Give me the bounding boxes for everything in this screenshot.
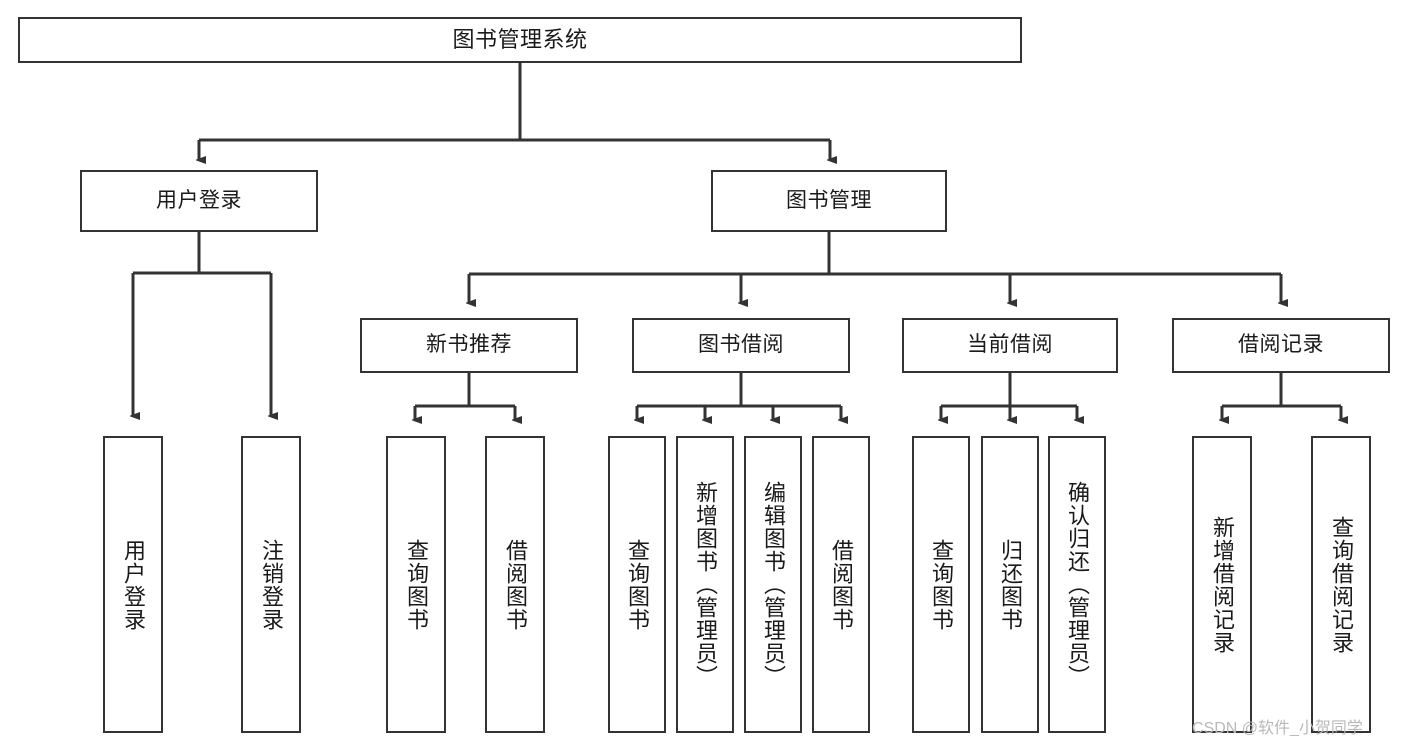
node-label: 图书管理系统 xyxy=(452,27,588,53)
node-label: 用户登录 xyxy=(156,188,242,212)
node-label: 查询图书 xyxy=(403,538,429,631)
node-current-borrow[interactable]: 当前借阅 xyxy=(902,318,1118,373)
node-label: 借阅图书 xyxy=(828,538,854,631)
node-label: 编辑图书（管理员） xyxy=(760,481,786,688)
node-label: 查询图书 xyxy=(928,538,954,631)
node-label: 图书借阅 xyxy=(698,333,784,357)
node-label: 当前借阅 xyxy=(967,333,1053,357)
node-leaf-logout[interactable]: 注销登录 xyxy=(241,436,301,733)
node-book-borrow[interactable]: 图书借阅 xyxy=(632,318,850,373)
node-leaf-borrow-book[interactable]: 借阅图书 xyxy=(812,436,870,733)
watermark-text: CSDN @软件_小贺同学 xyxy=(1192,720,1363,737)
node-label: 借阅记录 xyxy=(1238,333,1324,357)
node-label: 图书管理 xyxy=(786,188,872,212)
node-label: 新书推荐 xyxy=(426,333,512,357)
node-leaf-add-borrow-record[interactable]: 新增借阅记录 xyxy=(1192,436,1252,733)
node-label: 用户登录 xyxy=(120,538,146,631)
node-leaf-confirm-return-admin[interactable]: 确认归还（管理员） xyxy=(1048,436,1106,733)
node-leaf-return-book[interactable]: 归还图书 xyxy=(981,436,1039,733)
node-borrow-record[interactable]: 借阅记录 xyxy=(1172,318,1390,373)
node-leaf-edit-book-admin[interactable]: 编辑图书（管理员） xyxy=(744,436,802,733)
node-label: 查询图书 xyxy=(624,538,650,631)
node-label: 新增借阅记录 xyxy=(1209,515,1235,654)
node-leaf-borrow-book-recommend[interactable]: 借阅图书 xyxy=(485,436,545,733)
node-label: 借阅图书 xyxy=(502,538,528,631)
node-label: 归还图书 xyxy=(997,538,1023,631)
node-book-management[interactable]: 图书管理 xyxy=(711,170,947,232)
node-leaf-query-book-borrow[interactable]: 查询图书 xyxy=(608,436,666,733)
node-root-book-management-system[interactable]: 图书管理系统 xyxy=(18,17,1022,63)
node-leaf-query-book-recommend[interactable]: 查询图书 xyxy=(386,436,446,733)
node-leaf-add-book-admin[interactable]: 新增图书（管理员） xyxy=(676,436,734,733)
node-leaf-query-book-current[interactable]: 查询图书 xyxy=(912,436,970,733)
node-leaf-user-login[interactable]: 用户登录 xyxy=(103,436,163,733)
node-leaf-query-borrow-record[interactable]: 查询借阅记录 xyxy=(1311,436,1371,733)
node-label: 查询借阅记录 xyxy=(1328,515,1354,654)
node-label: 注销登录 xyxy=(258,538,284,631)
node-label: 确认归还（管理员） xyxy=(1064,481,1090,688)
node-user-login[interactable]: 用户登录 xyxy=(80,170,318,232)
node-new-book-recommend[interactable]: 新书推荐 xyxy=(360,318,578,373)
node-label: 新增图书（管理员） xyxy=(692,481,718,688)
